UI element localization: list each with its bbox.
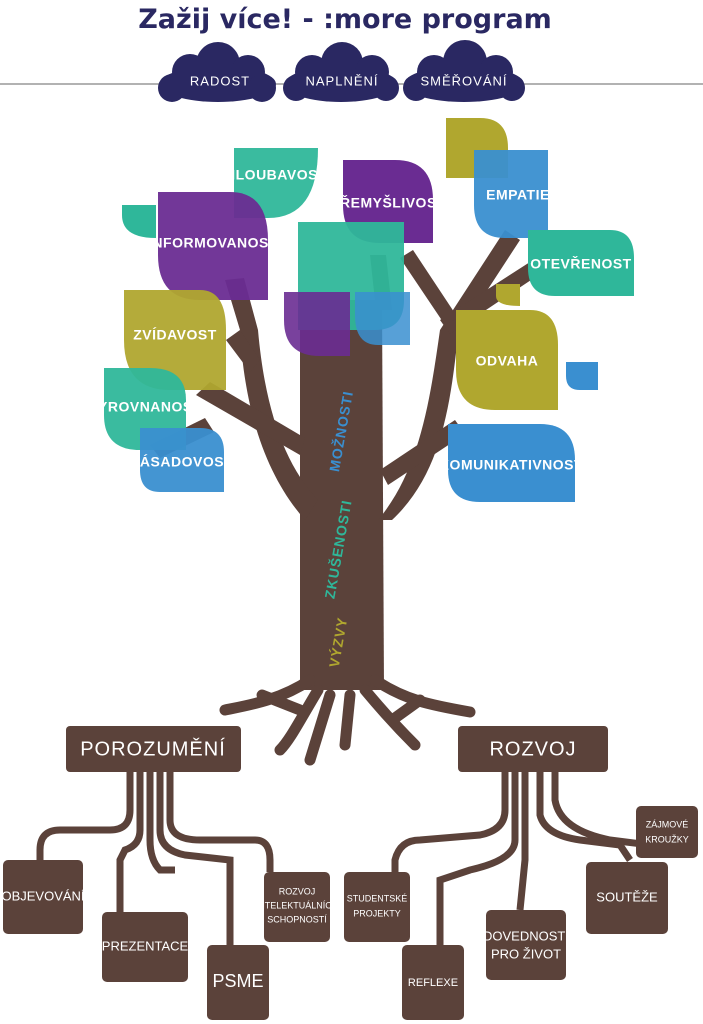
leaf-label: KOMUNIKATIVNOST (439, 457, 583, 473)
leaf-center-purple (284, 292, 350, 356)
leaf-label: HLOUBAVOST (225, 167, 327, 183)
cloud-smerovani (403, 40, 525, 102)
leaf-label: ZÁSADOVOST (131, 454, 233, 470)
leaf-center-blue (355, 292, 410, 345)
leaf-label: ZVÍDAVOST (133, 327, 217, 343)
leaf-odvaha (456, 310, 558, 410)
cloud-label: NAPLNĚNÍ (305, 73, 378, 88)
box-label: OBJEVOVÁNÍ (1, 888, 84, 903)
box-label: SOUTĚŽE (596, 889, 658, 904)
page-title: Zažij více! - :more program (138, 4, 552, 35)
tree-trunk (150, 230, 540, 690)
leaf-zvidavost (124, 290, 226, 390)
root-box-porozumeni (66, 726, 241, 772)
leaf-label: INFORMOVANOST (148, 235, 278, 251)
root-label-rozvoj: ROZVOJ (489, 738, 576, 760)
leaf-label: ODVAHA (476, 353, 539, 369)
cloud-naplneni (283, 42, 399, 102)
box-label: PROJEKTY (353, 908, 401, 918)
leaf-otevrenost (528, 230, 634, 296)
box-label: STUDENTSKÉ (347, 893, 408, 903)
leaves (104, 118, 634, 502)
leaf-olive-small (496, 284, 520, 306)
box-label: ZÁJMOVÉ (646, 819, 689, 829)
box-dovednosti-pro-zivot (486, 910, 566, 980)
roots-left-branches (36, 772, 274, 945)
box-label: PREZENTACE (102, 938, 189, 953)
box-souteze (586, 862, 668, 934)
root-box-rozvoj (458, 726, 608, 772)
cloud-label: SMĚŘOVÁNÍ (420, 73, 507, 88)
box-reflexe (402, 945, 464, 1020)
box-label: DOVEDNOSTI (483, 928, 569, 943)
box-psme (207, 945, 269, 1020)
leaf-label: EMPATIE (486, 187, 550, 203)
box-objevovani (3, 860, 83, 934)
box-label: PRO ŽIVOT (491, 946, 561, 961)
box-label: SCHOPNOSTÍ (267, 914, 327, 924)
roots-right-branches (391, 772, 651, 945)
box-label: INTELEKTUÁLNÍCH (256, 900, 339, 910)
box-zajmove-krouzky (636, 806, 698, 858)
box-rozvoj-intelektualnich (264, 872, 330, 942)
box-label: KROUŽKY (645, 834, 689, 844)
cloud-label: RADOST (190, 73, 250, 88)
leaf-label: VYROVNANOST (88, 399, 202, 415)
leaf-label: PŘEMYŠLIVOST (330, 194, 446, 211)
box-label: REFLEXE (408, 977, 458, 989)
leaf-small (122, 205, 156, 238)
box-label: PSME (212, 971, 263, 991)
box-studentske-projekty (344, 872, 410, 942)
root-label-porozumeni: POROZUMĚNÍ (80, 737, 226, 760)
box-label: ROZVOJ (279, 886, 316, 896)
leaf-komunikativnost (448, 424, 575, 502)
leaf-informovanost (158, 192, 268, 300)
leaf-label: OTEVŘENOST (530, 255, 631, 272)
leaf-zasadovost (140, 428, 224, 492)
box-prezentace (102, 912, 188, 982)
cloud-radost (158, 42, 276, 102)
leaf-empatie (474, 150, 548, 238)
leaf-blue-small (566, 362, 598, 390)
tree-roots (219, 674, 476, 766)
